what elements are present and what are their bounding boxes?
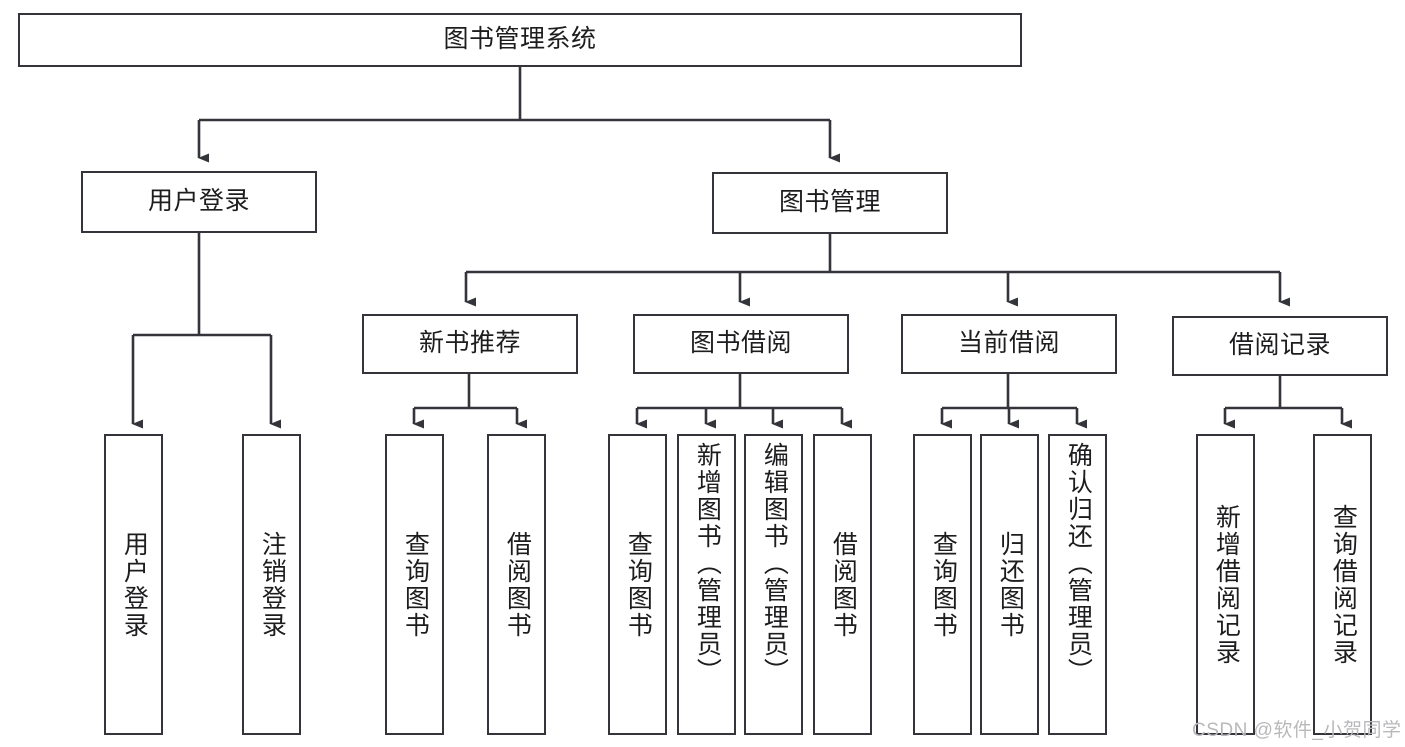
- node-root-book-management-system[interactable]: 图书管理系统: [18, 13, 1022, 67]
- node-label: 图书管理系统: [443, 25, 597, 54]
- node-label: 查询图书: [929, 530, 958, 639]
- leaf-current-return-book[interactable]: 归还图书: [980, 434, 1039, 735]
- leaf-record-query-record[interactable]: 查询借阅记录: [1313, 434, 1372, 735]
- node-label: 图书管理: [778, 188, 881, 217]
- node-label: 确认归还（管理员）: [1064, 442, 1093, 685]
- leaf-record-add-record[interactable]: 新增借阅记录: [1196, 434, 1255, 735]
- leaf-borrow-edit-book-admin[interactable]: 编辑图书（管理员）: [744, 434, 803, 735]
- leaf-borrow-add-book-admin[interactable]: 新增图书（管理员）: [677, 434, 736, 735]
- node-label: 新增借阅记录: [1212, 503, 1241, 666]
- node-label: 归还图书: [996, 530, 1025, 639]
- node-new-book-recommend[interactable]: 新书推荐: [362, 314, 578, 374]
- leaf-current-query-book[interactable]: 查询图书: [913, 434, 972, 735]
- leaf-user-login-logout[interactable]: 注销登录: [242, 434, 301, 735]
- node-label: 借阅图书: [503, 530, 532, 639]
- node-label: 用户登录: [120, 530, 149, 639]
- node-label: 注销登录: [258, 530, 287, 639]
- node-book-borrow[interactable]: 图书借阅: [633, 314, 849, 374]
- node-book-management[interactable]: 图书管理: [712, 172, 948, 234]
- node-label: 新书推荐: [418, 329, 521, 358]
- node-label: 查询图书: [624, 530, 653, 639]
- leaf-current-confirm-return-admin[interactable]: 确认归还（管理员）: [1048, 434, 1107, 735]
- node-label: 查询借阅记录: [1329, 503, 1358, 666]
- node-label: 借阅图书: [829, 530, 858, 639]
- leaf-new-book-borrow[interactable]: 借阅图书: [487, 434, 546, 735]
- node-current-borrow[interactable]: 当前借阅: [901, 314, 1117, 374]
- leaf-new-book-query[interactable]: 查询图书: [385, 434, 444, 735]
- node-label: 查询图书: [401, 530, 430, 639]
- leaf-borrow-borrow-book[interactable]: 借阅图书: [813, 434, 872, 735]
- leaf-borrow-query-book[interactable]: 查询图书: [608, 434, 667, 735]
- node-label: 当前借阅: [957, 329, 1060, 358]
- node-borrow-record[interactable]: 借阅记录: [1172, 316, 1388, 376]
- node-label: 编辑图书（管理员）: [760, 442, 789, 685]
- node-label: 新增图书（管理员）: [693, 442, 722, 685]
- node-user-login[interactable]: 用户登录: [81, 171, 317, 233]
- node-label: 图书借阅: [689, 329, 792, 358]
- leaf-user-login-login[interactable]: 用户登录: [104, 434, 163, 735]
- node-label: 用户登录: [147, 187, 250, 216]
- node-label: 借阅记录: [1228, 331, 1331, 360]
